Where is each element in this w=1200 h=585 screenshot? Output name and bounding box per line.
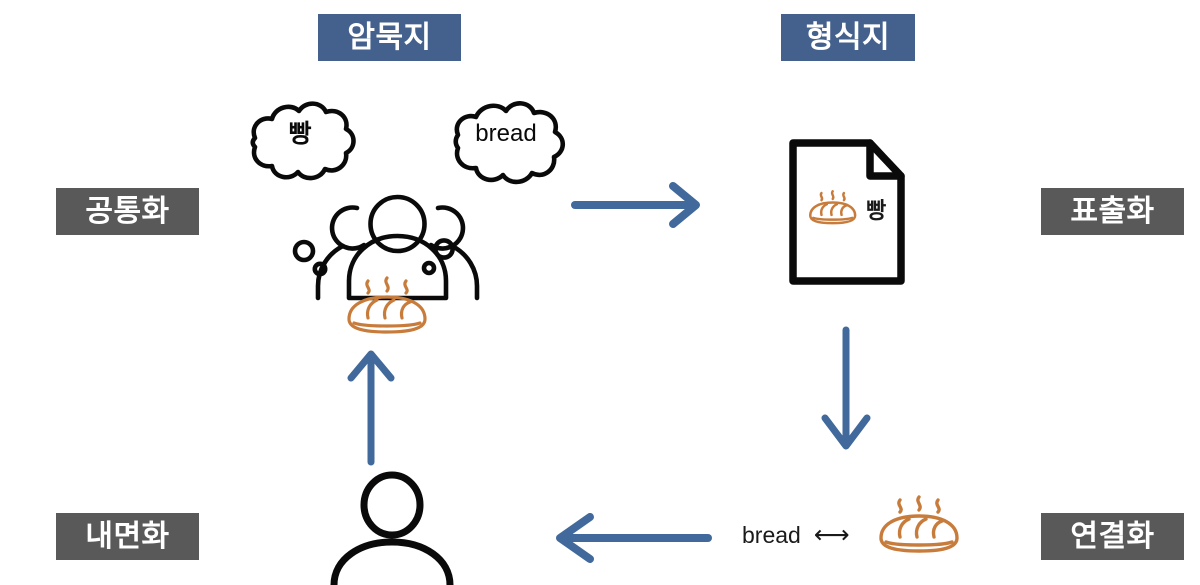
arrow-left-icon xyxy=(553,512,713,564)
single-person-icon xyxy=(322,470,462,585)
arrow-down-icon xyxy=(820,326,872,452)
label-socialization: 공통화 xyxy=(56,188,199,235)
bubble-text-korean: 빵 xyxy=(288,120,311,148)
document-text-korean: 빵 xyxy=(866,198,887,223)
bubble-text-english: bread xyxy=(475,120,536,147)
combination-text-bread: bread xyxy=(742,522,801,548)
label-externalization: 표출화 xyxy=(1041,188,1184,235)
label-internalization: 내면화 xyxy=(56,513,199,560)
bread-loaf-icon-socialization xyxy=(335,276,440,339)
label-tacit-knowledge: 암묵지 xyxy=(318,14,461,61)
bread-loaf-icon-combination xyxy=(867,495,972,558)
document-icon xyxy=(788,138,913,286)
label-explicit-knowledge: 형식지 xyxy=(781,14,915,61)
bread-loaf-icon-document xyxy=(802,188,864,230)
arrow-up-icon xyxy=(345,348,397,466)
label-combination: 연결화 xyxy=(1041,513,1184,560)
arrow-right-icon xyxy=(570,180,710,230)
combination-relation: bread ⟷ xyxy=(742,522,850,549)
bidirectional-arrow-glyph: ⟷ xyxy=(813,521,850,549)
socialization-illustration: 빵 bread xyxy=(225,88,570,301)
